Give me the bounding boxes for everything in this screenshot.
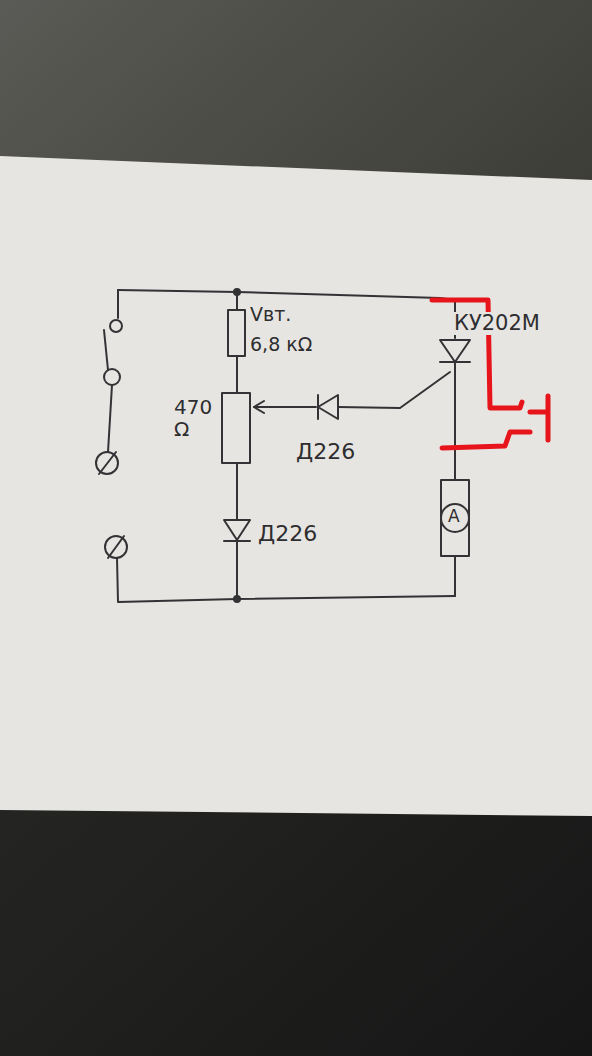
wiper-arrow bbox=[254, 401, 264, 413]
top-wire bbox=[118, 290, 455, 338]
resistance-value: 470 Ω bbox=[174, 396, 218, 440]
wiper-wire bbox=[254, 406, 316, 408]
junction-dot bbox=[234, 596, 240, 602]
wire bbox=[236, 541, 238, 599]
wire bbox=[236, 463, 238, 520]
red-symbol bbox=[530, 396, 548, 440]
meter-housing bbox=[441, 480, 469, 556]
potentiometer-symbol bbox=[222, 393, 250, 463]
switch-lever bbox=[104, 330, 108, 370]
paper-sheet bbox=[0, 156, 592, 816]
diode-label: Д226 bbox=[296, 440, 355, 464]
resistance-value: 6,8 кΩ bbox=[250, 334, 312, 355]
socket-slash bbox=[108, 536, 124, 558]
switch-pivot bbox=[104, 369, 120, 385]
gate-wire bbox=[338, 372, 450, 408]
wire bbox=[117, 290, 119, 318]
socket-slash bbox=[99, 452, 116, 474]
wire bbox=[454, 556, 456, 596]
wire bbox=[236, 292, 238, 310]
bottom-wire bbox=[117, 558, 455, 602]
component-label: Vвт. bbox=[250, 304, 291, 325]
wire bbox=[454, 362, 456, 480]
ammeter-symbol bbox=[441, 504, 469, 532]
red-annotation bbox=[432, 300, 548, 448]
circuit-wires bbox=[96, 289, 470, 602]
red-bracket bbox=[442, 432, 530, 448]
thyristor-symbol bbox=[440, 340, 470, 362]
socket-terminal bbox=[96, 452, 118, 474]
wire bbox=[236, 356, 238, 393]
switch-terminal bbox=[110, 320, 122, 332]
diode-label: Д226 bbox=[258, 522, 317, 546]
thyristor-label: КУ202М bbox=[452, 312, 542, 335]
diode-symbol bbox=[318, 395, 338, 419]
wire bbox=[108, 385, 112, 452]
socket-terminal bbox=[105, 536, 127, 558]
diode-symbol bbox=[224, 520, 250, 540]
resistor-symbol bbox=[228, 310, 245, 356]
meter-letter: A bbox=[448, 507, 460, 526]
